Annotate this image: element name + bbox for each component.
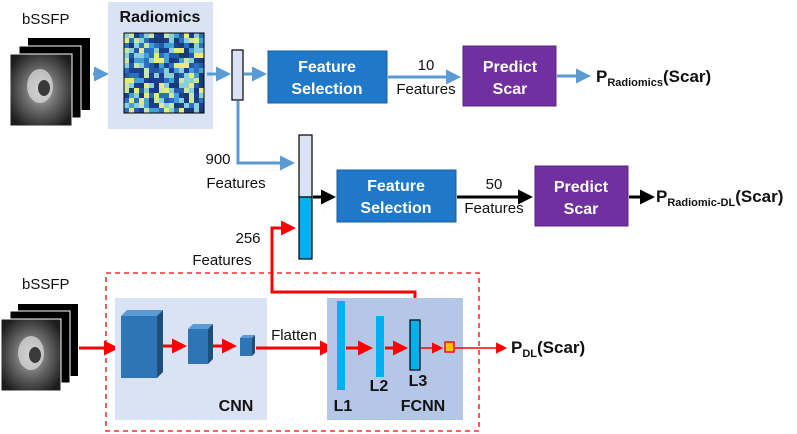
cnn-block-1 <box>121 310 163 378</box>
l3-label: L3 <box>409 373 428 390</box>
middle-output-label: PRadiomic-DL(Scar) <box>656 187 783 209</box>
fcnn-label: FCNN <box>401 398 445 415</box>
svg-text:Selection: Selection <box>291 81 362 98</box>
fc-layer-l1 <box>337 301 345 390</box>
features-256-count: 256 <box>235 230 260 247</box>
middle-feature-count-unit: Features <box>464 200 523 217</box>
svg-text:Feature: Feature <box>298 59 356 76</box>
output-node <box>444 341 455 353</box>
l1-label: L1 <box>334 398 353 415</box>
features-900-count: 900 <box>205 151 230 168</box>
middle-feature-count: 50 <box>486 176 503 193</box>
arrow-900-features-to-concat <box>236 101 295 171</box>
bottom-output-label: PDL(Scar) <box>511 338 585 360</box>
cnn-label: CNN <box>219 398 254 415</box>
radiomics-matrix <box>123 32 205 114</box>
top-input-label: bSSFP <box>22 11 70 28</box>
svg-text:Selection: Selection <box>360 200 431 217</box>
top-mri-stack <box>9 38 90 127</box>
fc-layer-l3 <box>409 319 421 371</box>
features-900-unit: Features <box>206 175 265 192</box>
svg-text:Scar: Scar <box>564 201 599 218</box>
top-feature-count: 10 <box>418 57 435 74</box>
middle-predict-scar-box: Predict Scar <box>534 165 629 227</box>
radiomics-label: Radiomics <box>120 9 201 26</box>
top-feature-selection-box: Feature Selection <box>267 50 388 104</box>
bottom-input-label: bSSFP <box>22 276 70 293</box>
svg-text:Predict: Predict <box>554 179 609 196</box>
fcnn-panel <box>327 298 463 420</box>
svg-text:Feature: Feature <box>367 178 425 195</box>
concatenated-feature-vector <box>298 134 313 260</box>
cnn-block-2 <box>188 324 213 364</box>
svg-text:Predict: Predict <box>483 59 538 76</box>
fc-layer-l2 <box>376 316 384 377</box>
top-predict-scar-box: Predict Scar <box>462 45 557 107</box>
cnn-block-3 <box>240 335 255 356</box>
features-256-unit: Features <box>192 252 251 269</box>
flatten-label: Flatten <box>271 327 317 344</box>
top-output-label: PRadiomics(Scar) <box>596 67 711 89</box>
svg-text:Scar: Scar <box>493 81 528 98</box>
l2-label: L2 <box>370 378 389 395</box>
bottom-mri-stack <box>0 304 78 392</box>
radiomics-feature-vector <box>231 49 244 101</box>
middle-feature-selection-box: Feature Selection <box>336 169 457 223</box>
top-feature-count-unit: Features <box>396 81 455 98</box>
